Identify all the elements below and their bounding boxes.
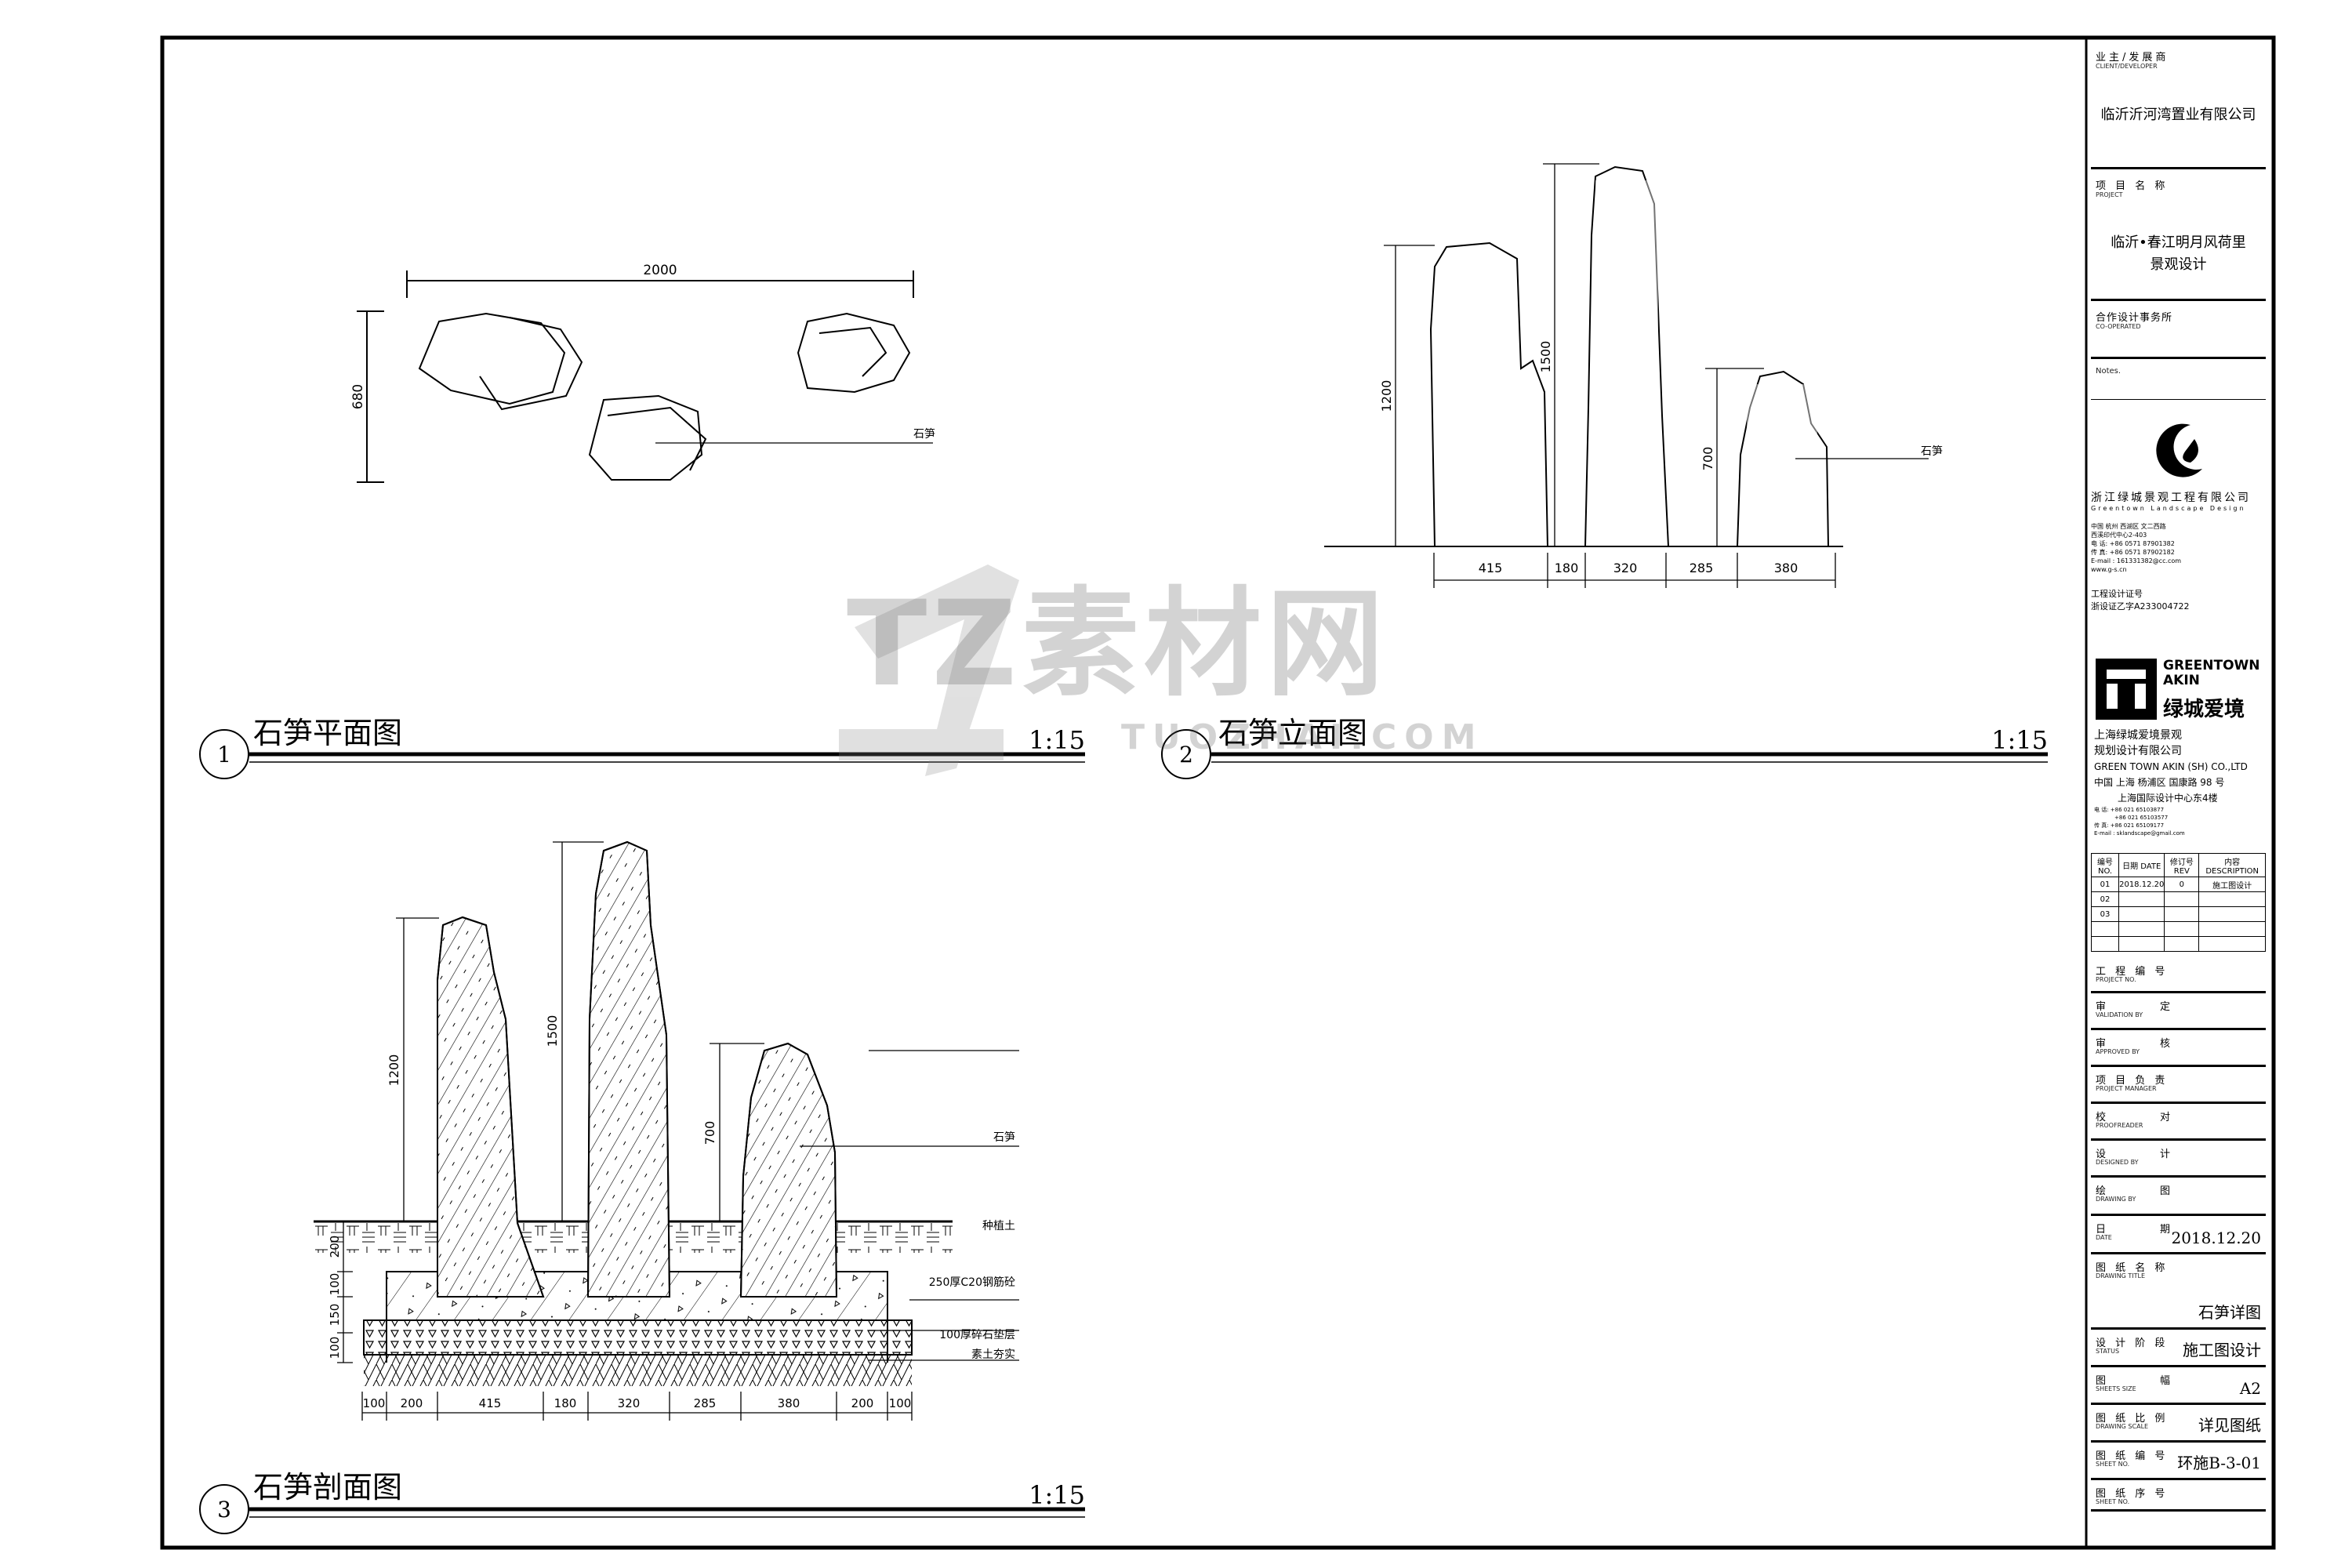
elev-width: 180 xyxy=(1555,561,1579,575)
stone-elevation-3 xyxy=(1737,370,1829,547)
field-value: A2 xyxy=(2239,1379,2261,1398)
cooperation-section: 合作设计事务所 CO-OPERATED xyxy=(2091,301,2266,359)
greentown-landscape-logo-icon xyxy=(2156,423,2202,477)
drawing-title-text: 石笋平面图 xyxy=(253,716,402,750)
stone-plan-1 xyxy=(418,312,566,405)
watermark-sub: TUOZHAI.COM xyxy=(1121,717,1484,757)
stone-plan-2 xyxy=(588,394,703,481)
field-value: 施工图设计 xyxy=(2183,1341,2261,1359)
gravel-layer xyxy=(363,1319,913,1356)
field-value: 石笋详图 xyxy=(2198,1303,2261,1322)
section-label: 种植土 xyxy=(982,1220,1015,1232)
section-width: 380 xyxy=(778,1396,800,1410)
elev-width: 285 xyxy=(1690,561,1714,575)
stone-elevation-1 xyxy=(1429,241,1548,547)
greentown-akin-logo: GREENTOWN AKIN 绿城爱境 xyxy=(2096,659,2260,721)
drawing-title-text: 石笋立面图 xyxy=(1218,716,1367,750)
field-value: 详见图纸 xyxy=(2198,1416,2261,1435)
elev-width: 320 xyxy=(1613,561,1638,575)
client-name: 临沂沂河湾置业有限公司 xyxy=(2100,107,2256,123)
section-width: 285 xyxy=(694,1396,717,1410)
drawing-scale: 1:15 xyxy=(1029,1480,1085,1510)
elev-height-3: 700 xyxy=(1700,447,1715,471)
firm2-section: 上海绿城爱境景观规划设计有限公司 GREEN TOWN AKIN (SH) CO… xyxy=(2094,729,2248,837)
svg-text:1: 1 xyxy=(217,742,231,768)
project-name: 临沂•春江明月风荷里 xyxy=(2111,234,2246,251)
plan-view: 2000 680 石笋 xyxy=(350,263,935,483)
layer-dim: 100 xyxy=(328,1273,342,1296)
drawing-title-1: 1 石笋平面图 1:15 xyxy=(199,716,1085,779)
section-height-3: 700 xyxy=(702,1121,717,1145)
akin-logo-icon xyxy=(2096,659,2157,720)
elevation-view: 1200 1500 700 415 180 320 285 380 石笋 xyxy=(1324,163,1943,588)
stone-elevation-2 xyxy=(1584,165,1669,547)
section-width: 320 xyxy=(618,1396,641,1410)
drawing-title-2: 2 石笋立面图 1:15 xyxy=(1161,716,2048,779)
plan-label: 石笋 xyxy=(913,427,935,441)
section-view: 1200 1500 700 200 100 150 100 100 200 41… xyxy=(314,840,1019,1421)
field-value: 2018.12.20 xyxy=(2171,1229,2261,1247)
project-subtitle: 景观设计 xyxy=(2150,256,2207,273)
section-width: 415 xyxy=(479,1396,502,1410)
plan-dim-width: 2000 xyxy=(643,263,677,278)
stone-plan-3 xyxy=(797,312,911,394)
drawing-scale: 1:15 xyxy=(1029,725,1085,755)
svg-text:3: 3 xyxy=(217,1497,231,1523)
elev-height-1: 1200 xyxy=(1379,380,1394,412)
client-section: 业主/发展商 CLIENT/DEVELOPER 临沂沂河湾置业有限公司 xyxy=(2091,38,2266,169)
section-label: 250厚C20钢筋砼 xyxy=(929,1276,1015,1289)
section-height-2: 1500 xyxy=(545,1015,560,1047)
section-label: 石笋 xyxy=(993,1131,1015,1144)
firm1-section: 浙江绿城景观工程有限公司 Greentown Landscape Design … xyxy=(2091,422,2266,681)
watermark: TZ素材网 xyxy=(847,576,1389,713)
elev-width: 415 xyxy=(1479,561,1503,575)
sheet-border xyxy=(160,35,2276,1550)
section-width: 200 xyxy=(401,1396,423,1410)
certificate-number: 浙设证乙字A233004722 xyxy=(2091,601,2190,612)
elev-width: 380 xyxy=(1774,561,1798,575)
drawing-title-3: 3 石笋剖面图 1:15 xyxy=(199,1470,1085,1534)
section-width: 180 xyxy=(554,1396,577,1410)
layer-dim: 100 xyxy=(328,1337,342,1359)
elev-label: 石笋 xyxy=(1921,445,1943,458)
drawing-title-text: 石笋剖面图 xyxy=(253,1470,402,1504)
section-width: 200 xyxy=(851,1396,874,1410)
stone-section-3 xyxy=(739,1042,838,1298)
elev-height-2: 1500 xyxy=(1538,341,1553,373)
field-value: 环施B-3-01 xyxy=(2177,1454,2261,1472)
section-width: 100 xyxy=(363,1396,386,1410)
notes-section: Notes. xyxy=(2091,359,2266,400)
compacted-soil xyxy=(364,1355,912,1386)
layer-dim: 150 xyxy=(328,1304,342,1327)
svg-text:2: 2 xyxy=(1179,742,1193,768)
title-block: 业主/发展商 CLIENT/DEVELOPER 临沂沂河湾置业有限公司 项 目 … xyxy=(2086,38,2274,1548)
layer-dim: 200 xyxy=(328,1236,342,1258)
section-label: 100厚碎石垫层 xyxy=(939,1329,1015,1341)
section-label: 素土夯实 xyxy=(971,1348,1015,1361)
stone-section-1 xyxy=(437,916,545,1298)
section-height-1: 1200 xyxy=(387,1054,401,1087)
drawing-scale: 1:15 xyxy=(1991,725,2048,755)
section-width: 100 xyxy=(889,1396,912,1410)
project-section: 项 目 名 称 PROJECT 临沂•春江明月风荷里 景观设计 xyxy=(2091,169,2266,301)
plan-dim-depth: 680 xyxy=(350,384,366,409)
stone-section-2 xyxy=(586,840,671,1298)
watermark-logo-icon xyxy=(839,564,1019,776)
